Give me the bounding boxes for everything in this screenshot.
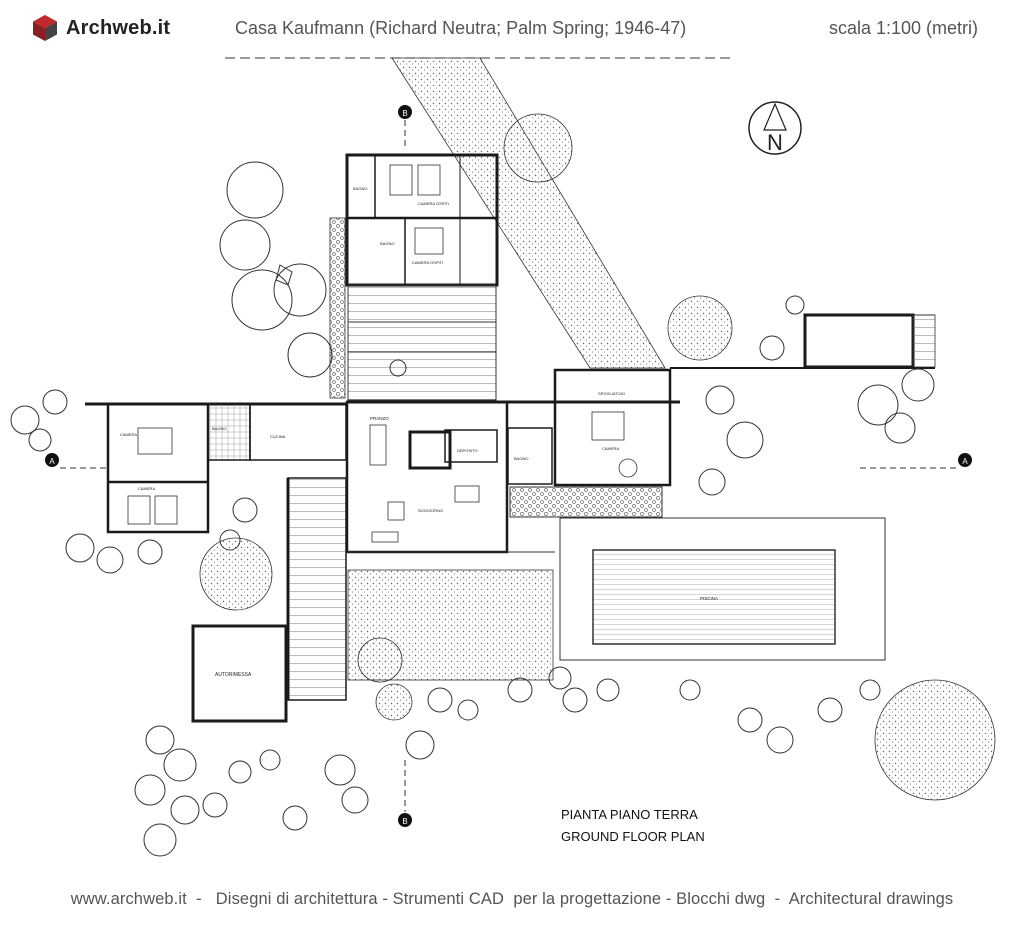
planter-strip (509, 486, 663, 518)
west-wing: CAMERA CAMERA BAGNO CUCINA (85, 402, 347, 534)
shrubs-west (10, 389, 258, 574)
svg-text:B: B (402, 109, 407, 118)
pool-house (670, 313, 936, 369)
tree-large-west (219, 161, 333, 378)
shrubs-east (698, 295, 935, 496)
drawing-scale: scala 1:100 (metri) (828, 18, 978, 38)
covered-walkway (347, 284, 497, 401)
entrance-stair (286, 477, 347, 701)
north-arrow: N (748, 101, 802, 155)
plan-label-english: GROUND FLOOR PLAN (561, 829, 705, 844)
tree-dense-east (667, 295, 733, 361)
section-marker-b-top: B (398, 105, 412, 150)
svg-text:BAGNO: BAGNO (353, 186, 367, 191)
svg-text:PRANZO: PRANZO (370, 416, 389, 421)
svg-text:PISCINA: PISCINA (700, 596, 718, 601)
svg-text:BAGNO: BAGNO (212, 426, 226, 431)
svg-text:BAGNO: BAGNO (514, 456, 528, 461)
drawing-title: Casa Kaufmann (Richard Neutra; Palm Spri… (235, 18, 687, 38)
garage: AUTORIMESSA (191, 624, 288, 723)
stone-wall (329, 217, 346, 399)
brand-logo[interactable]: Archweb.it (32, 14, 170, 42)
svg-text:SOGGIORNO: SOGGIORNO (418, 508, 443, 513)
svg-text:CAMERA OSPITI: CAMERA OSPITI (412, 260, 443, 265)
plan-label-italian: PIANTA PIANO TERRA (561, 807, 698, 822)
svg-text:CAMERA: CAMERA (602, 446, 619, 451)
tree-dense-west (199, 537, 413, 721)
svg-text:B: B (402, 817, 407, 826)
footer[interactable]: www.archweb.it - Disegni di architettura… (70, 890, 954, 908)
svg-text:CAMERA: CAMERA (138, 486, 155, 491)
svg-text:CAMERA: CAMERA (120, 432, 137, 437)
svg-text:DEPOSITO: DEPOSITO (457, 448, 478, 453)
tree-dense-north (503, 113, 573, 183)
gravel-path (391, 57, 666, 369)
svg-text:A: A (962, 457, 968, 466)
svg-text:AUTORIMESSA: AUTORIMESSA (215, 672, 252, 678)
shrubs-south (134, 666, 881, 857)
svg-text:SPOGLIATOIO: SPOGLIATOIO (598, 391, 625, 396)
svg-text:BAGNO: BAGNO (380, 241, 394, 246)
north-letter: N (767, 130, 783, 155)
plan-label: PIANTA PIANO TERRA GROUND FLOOR PLAN (561, 804, 705, 848)
section-marker-a-right: A (860, 453, 972, 469)
section-marker-b-bottom: B (398, 760, 412, 827)
svg-text:CAMERA OSPITI: CAMERA OSPITI (418, 201, 449, 206)
svg-text:CUCINA: CUCINA (270, 434, 286, 439)
svg-text:A: A (49, 457, 55, 466)
section-marker-a-left: A (45, 453, 110, 469)
tree-dense-southeast (874, 679, 996, 801)
header: Archweb.it Casa Kaufmann (Richard Neutra… (0, 0, 1024, 60)
pool-area: PISCINA (559, 517, 886, 661)
cube-logo-icon (33, 15, 57, 41)
master-wing: SPOGLIATOIO CAMERA BAGNO (507, 368, 672, 487)
brand-name: Archweb.it (66, 16, 171, 39)
